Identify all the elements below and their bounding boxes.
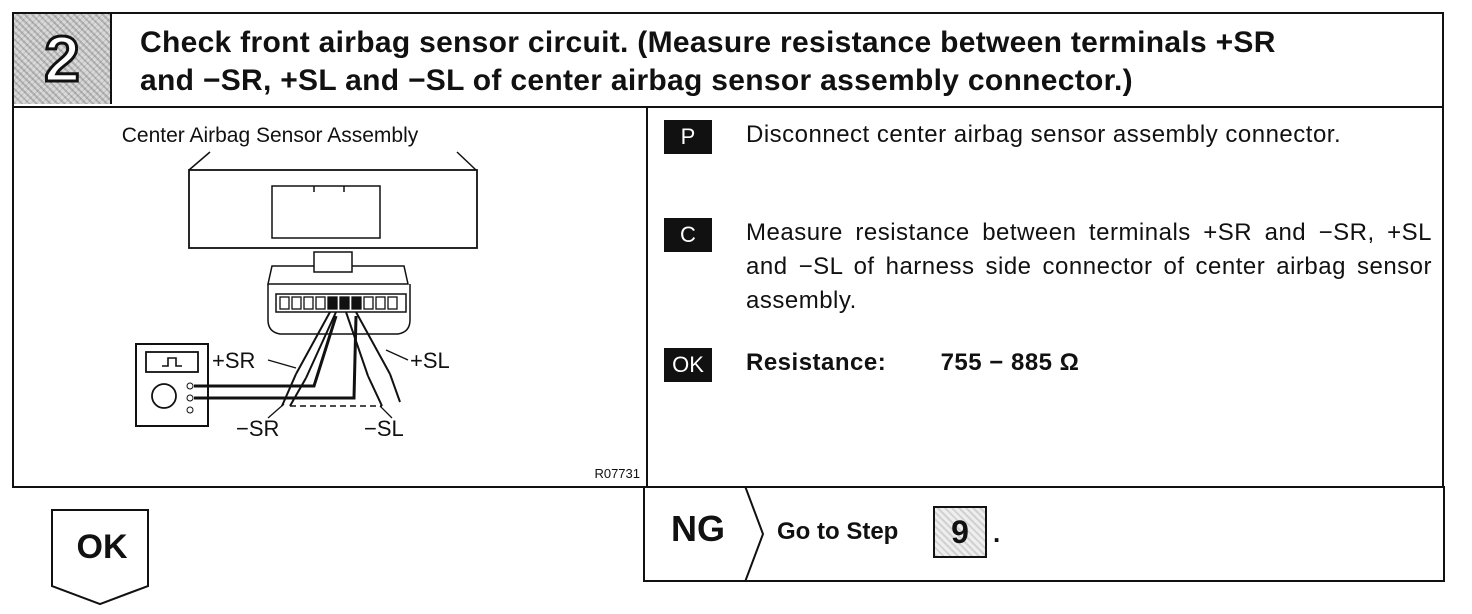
figure-code: R07731 [594,466,640,481]
label-plus-sr: +SR [212,348,255,373]
label-minus-sr: −SR [236,416,279,441]
instruction-check: Measure resistance between terminals +SR… [746,219,1432,314]
badge-ok: OK [664,348,712,382]
meter-leads [194,315,358,400]
label-plus-sl: +SL [410,348,450,373]
step-title: Check front airbag sensor circuit. (Meas… [140,24,1430,100]
goto-step-number[interactable]: 9 [933,506,987,558]
step-title-line-1: Check front airbag sensor circuit. (Meas… [140,26,1276,59]
badge-prepare: P [664,120,712,154]
connector-diagram: Center Airbag Sensor Assembly [122,124,640,481]
goto-period: . [993,518,1001,548]
step-title-line-2: and −SR, +SL and −SL of center airbag se… [140,64,1133,97]
ohmmeter [135,343,209,427]
resistance-value: 755 − 885 Ω [940,349,1080,376]
diagram-caption: Center Airbag Sensor Assembly [122,124,419,147]
badge-check: C [664,218,712,252]
sensor-window [271,185,381,239]
step-number-box: 2 [14,14,112,104]
ng-branch: NG Go to Step 9 . [643,486,1445,582]
ok-label: OK [76,528,128,566]
procedure-step-frame: 2 Check front airbag sensor circuit. (Me… [12,12,1444,488]
test-probes [281,311,401,407]
ng-chevron-icon [744,486,765,582]
connector-latch [313,251,353,273]
wiring-diagram-panel: Center Airbag Sensor Assembly [14,106,648,486]
step-header: 2 Check front airbag sensor circuit. (Me… [14,14,1442,108]
sensor-body [188,169,478,249]
step-number: 2 [43,22,82,97]
resistance-label: Resistance: [746,349,887,376]
instructions-panel: P Disconnect center airbag sensor assemb… [646,106,1442,486]
ng-label: NG [671,508,725,549]
resistance-spec: Resistance: 755 − 885 Ω [746,346,1432,380]
instruction-prepare: Disconnect center airbag sensor assembly… [746,121,1342,148]
connector-terminals [279,296,398,310]
goto-text: Go to Step [777,518,899,545]
caption-leader [188,151,477,171]
label-minus-sl: −SL [364,416,404,441]
connector-housing [267,265,409,285]
ok-arrow-icon [51,509,149,606]
